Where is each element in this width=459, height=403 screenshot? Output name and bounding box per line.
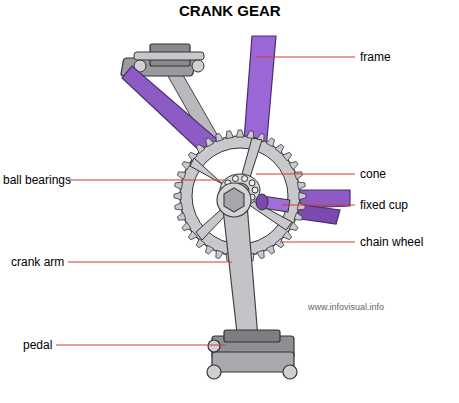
ball-bearing xyxy=(252,187,258,193)
chain-tooth xyxy=(275,239,284,248)
ball-bearing xyxy=(242,176,248,182)
part-label: pedal xyxy=(23,338,52,352)
chain-tooth xyxy=(297,182,305,189)
bottom-bracket xyxy=(220,174,290,212)
part-label: ball bearings xyxy=(3,173,71,187)
chain-tooth xyxy=(182,222,191,230)
part-label: cone xyxy=(360,167,386,181)
chain-tooth xyxy=(266,245,274,254)
chain-tooth xyxy=(257,250,265,259)
chain-tooth xyxy=(175,182,183,189)
chain-tooth xyxy=(299,192,306,199)
chain-tooth xyxy=(294,213,303,221)
chain-tooth xyxy=(175,203,183,210)
chain-tooth xyxy=(294,172,303,180)
chain-tooth xyxy=(236,130,243,137)
part-label: crank arm xyxy=(11,255,64,269)
pedal xyxy=(207,330,297,379)
watermark: www.infovisual.info xyxy=(308,300,384,314)
chain-tooth xyxy=(174,192,181,199)
chain-tooth xyxy=(206,138,214,147)
chain-tooth xyxy=(182,162,191,170)
chain-tooth xyxy=(196,144,205,153)
chain-tooth xyxy=(247,131,254,139)
chain-tooth xyxy=(206,245,214,254)
chain-tooth xyxy=(283,231,292,240)
ball-bearing xyxy=(249,180,255,186)
chain-tooth xyxy=(226,131,233,139)
part-label: chain wheel xyxy=(360,235,423,249)
part-label: fixed cup xyxy=(360,198,408,212)
chain-tooth xyxy=(297,203,305,210)
ball-bearing xyxy=(232,176,238,182)
frame-tubes xyxy=(122,36,350,224)
chain-tooth xyxy=(177,172,186,180)
chain-tooth xyxy=(216,133,224,142)
diagram-title: CRANK GEAR xyxy=(179,2,281,20)
chain-tooth xyxy=(275,144,284,153)
chain-tooth xyxy=(196,239,205,248)
chain-tooth xyxy=(283,152,292,161)
chain-tooth xyxy=(216,250,224,259)
part-label: frame xyxy=(360,50,391,64)
chain-tooth xyxy=(289,162,298,170)
chain-tooth xyxy=(177,213,186,221)
leader-lines xyxy=(56,57,355,345)
chain-tooth xyxy=(266,138,274,147)
